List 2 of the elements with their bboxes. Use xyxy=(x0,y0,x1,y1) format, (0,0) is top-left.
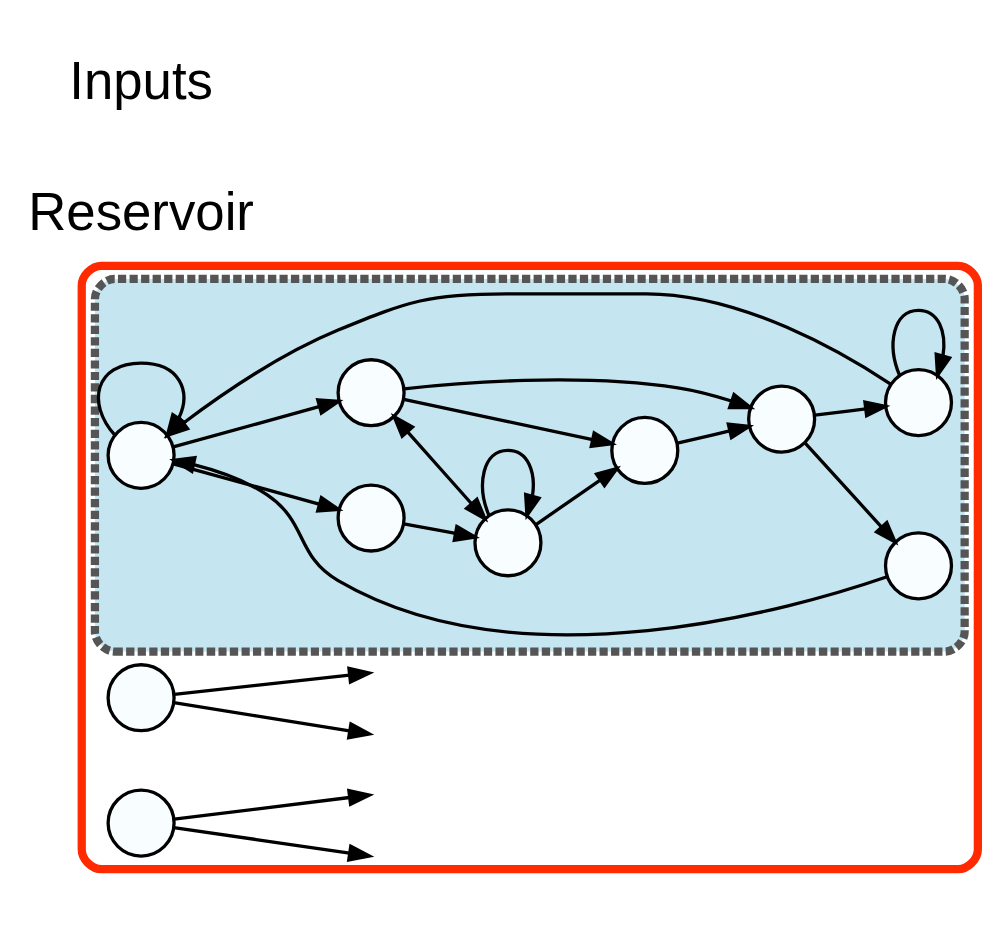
label: Reservoir xyxy=(28,181,254,241)
label: Inputs xyxy=(69,50,213,110)
